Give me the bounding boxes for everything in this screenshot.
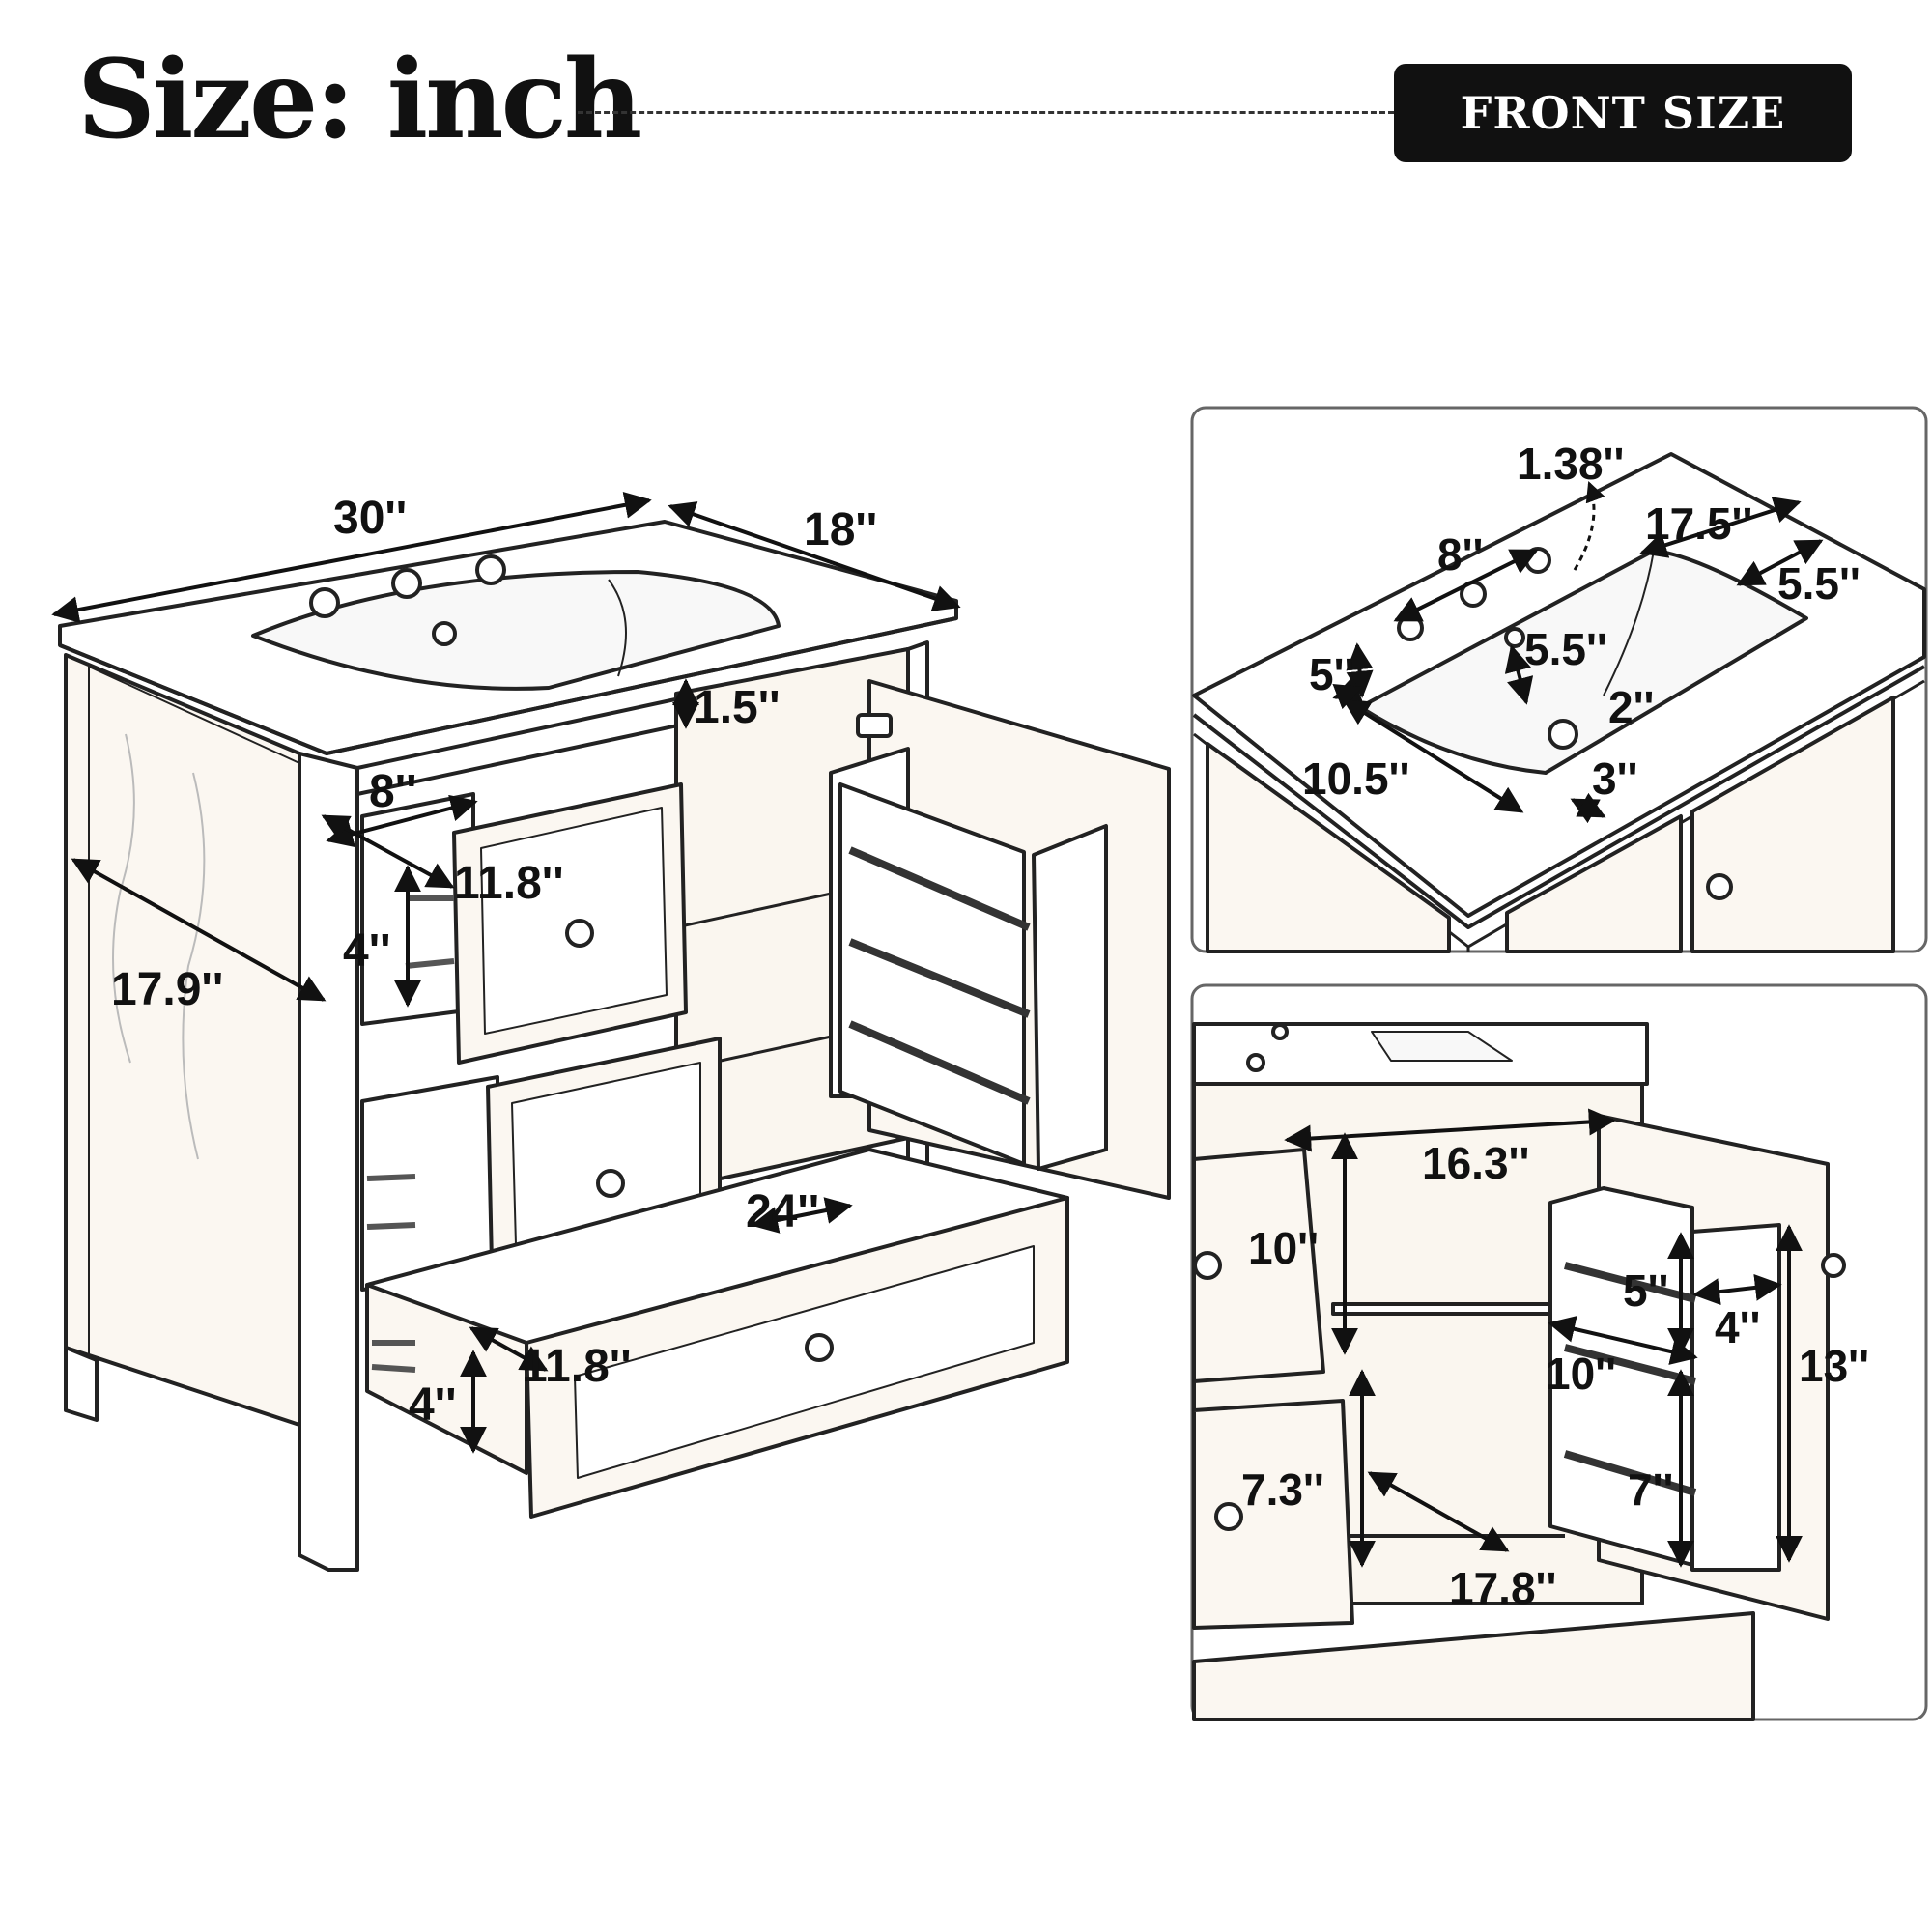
sink-overflow-label: 1.38'' [1517,439,1624,489]
top-thickness-label: 1.5'' [694,682,781,733]
faucet-hole-left-icon [309,587,340,618]
sink-faucet-left-icon [1397,614,1424,641]
sink-edge-side-label: 5.5'' [1777,558,1861,609]
front-left-leg [298,752,359,1572]
top-drawer-knob-icon [565,919,594,948]
faucet-hole-right-icon [475,554,506,585]
depth-label: 18'' [804,504,877,555]
cabinet-rack-height-label: 13'' [1799,1341,1869,1391]
width-label: 30'' [333,493,407,544]
front-size-badge: FRONT SIZE [1394,64,1852,162]
cabinet-dimension-lines [1284,1108,1803,1568]
title-divider [578,111,1394,114]
drawer-depth-bottom-label: 11.8'' [522,1341,632,1392]
cabinet-door-knob-icon [1821,1253,1846,1278]
cabinet-lower-height-label: 7.3'' [1241,1464,1324,1515]
hinge-icon [856,713,893,738]
sink-door-knob-icon [1706,873,1733,900]
height-label: 17.9'' [111,964,223,1015]
cabinet-upper-height-label: 10'' [1248,1223,1319,1273]
sink-basin-depth-label: 10.5'' [1302,753,1409,804]
sink-edge-front-label: 5'' [1309,649,1354,699]
drawer-height-bottom-label: 4'' [409,1379,457,1431]
cabinet-detail-drawing [1192,1022,1846,1721]
faucet-hole-center-icon [391,568,422,599]
sink-overflow-icon [1504,627,1525,648]
sink-drain-icon [1548,719,1578,750]
cabinet-floor-width-label: 17.8'' [1449,1563,1556,1613]
main-dimension-lines [51,491,961,1454]
sink-drain-label: 2'' [1608,682,1654,732]
drain-icon [432,621,457,646]
bottom-drawer-knob-icon [805,1333,834,1362]
cabinet-rack-width-label: 10'' [1546,1349,1616,1399]
page-title: Size: inch [77,37,642,163]
sink-basin-length-label: 17.5'' [1645,498,1752,549]
middle-drawer-knob-icon [596,1169,625,1198]
drawer-width-label: 8'' [369,766,417,817]
sink-basin-width-label: 5.5'' [1524,624,1607,674]
cabinet-rack-depth-label: 4'' [1715,1302,1760,1352]
drawer-depth-top-label: 11.8'' [454,858,564,909]
sink-faucet-spread-label: 8'' [1437,529,1483,580]
cabinet-shelf-gap-label: 5'' [1623,1265,1668,1316]
drawer-height-top-label: 4'' [343,925,391,977]
main-vanity-drawing [58,520,1171,1572]
cabinet-faucet-icon [1246,1053,1265,1072]
sink-drain-offset-label: 3'' [1592,753,1637,804]
bottom-drawer-width-label: 24'' [746,1186,819,1237]
cabinet-rack-lower-label: 7'' [1628,1464,1673,1515]
sink-dimension-lines [1332,497,1824,824]
cabinet-interior-width-label: 16.3'' [1422,1138,1529,1188]
